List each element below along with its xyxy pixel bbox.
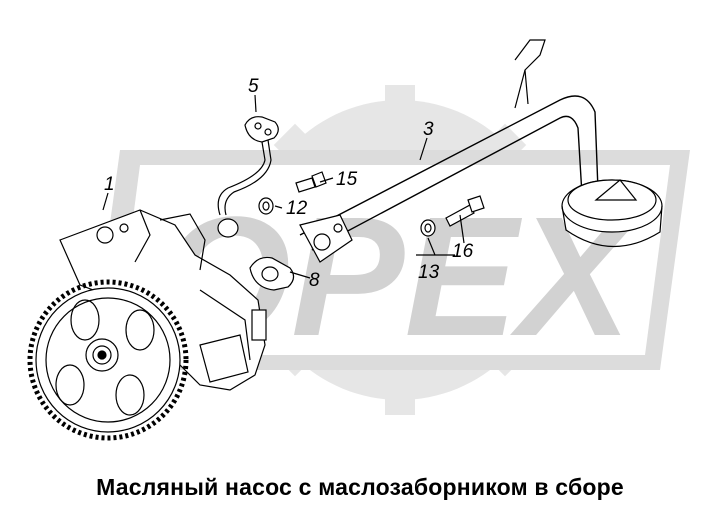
oil-pump <box>27 209 267 441</box>
callout-16: 16 <box>452 241 474 262</box>
diagram-caption: Масляный насос с маслозаборником в сборе <box>96 474 624 500</box>
bolt-15 <box>295 171 327 193</box>
callout-3: 3 <box>423 119 434 140</box>
oil-tube-small <box>217 116 279 238</box>
washer-13 <box>420 219 436 237</box>
callout-15: 15 <box>336 169 358 190</box>
callout-13: 13 <box>418 262 440 283</box>
callout-5: 5 <box>248 76 259 97</box>
oil-pickup-tube <box>299 39 663 263</box>
washer-12 <box>258 197 274 215</box>
gasket <box>249 256 295 291</box>
callout-8: 8 <box>309 270 320 291</box>
leader-lines <box>102 94 465 279</box>
callout-12: 12 <box>286 198 308 219</box>
callout-1: 1 <box>104 174 115 195</box>
